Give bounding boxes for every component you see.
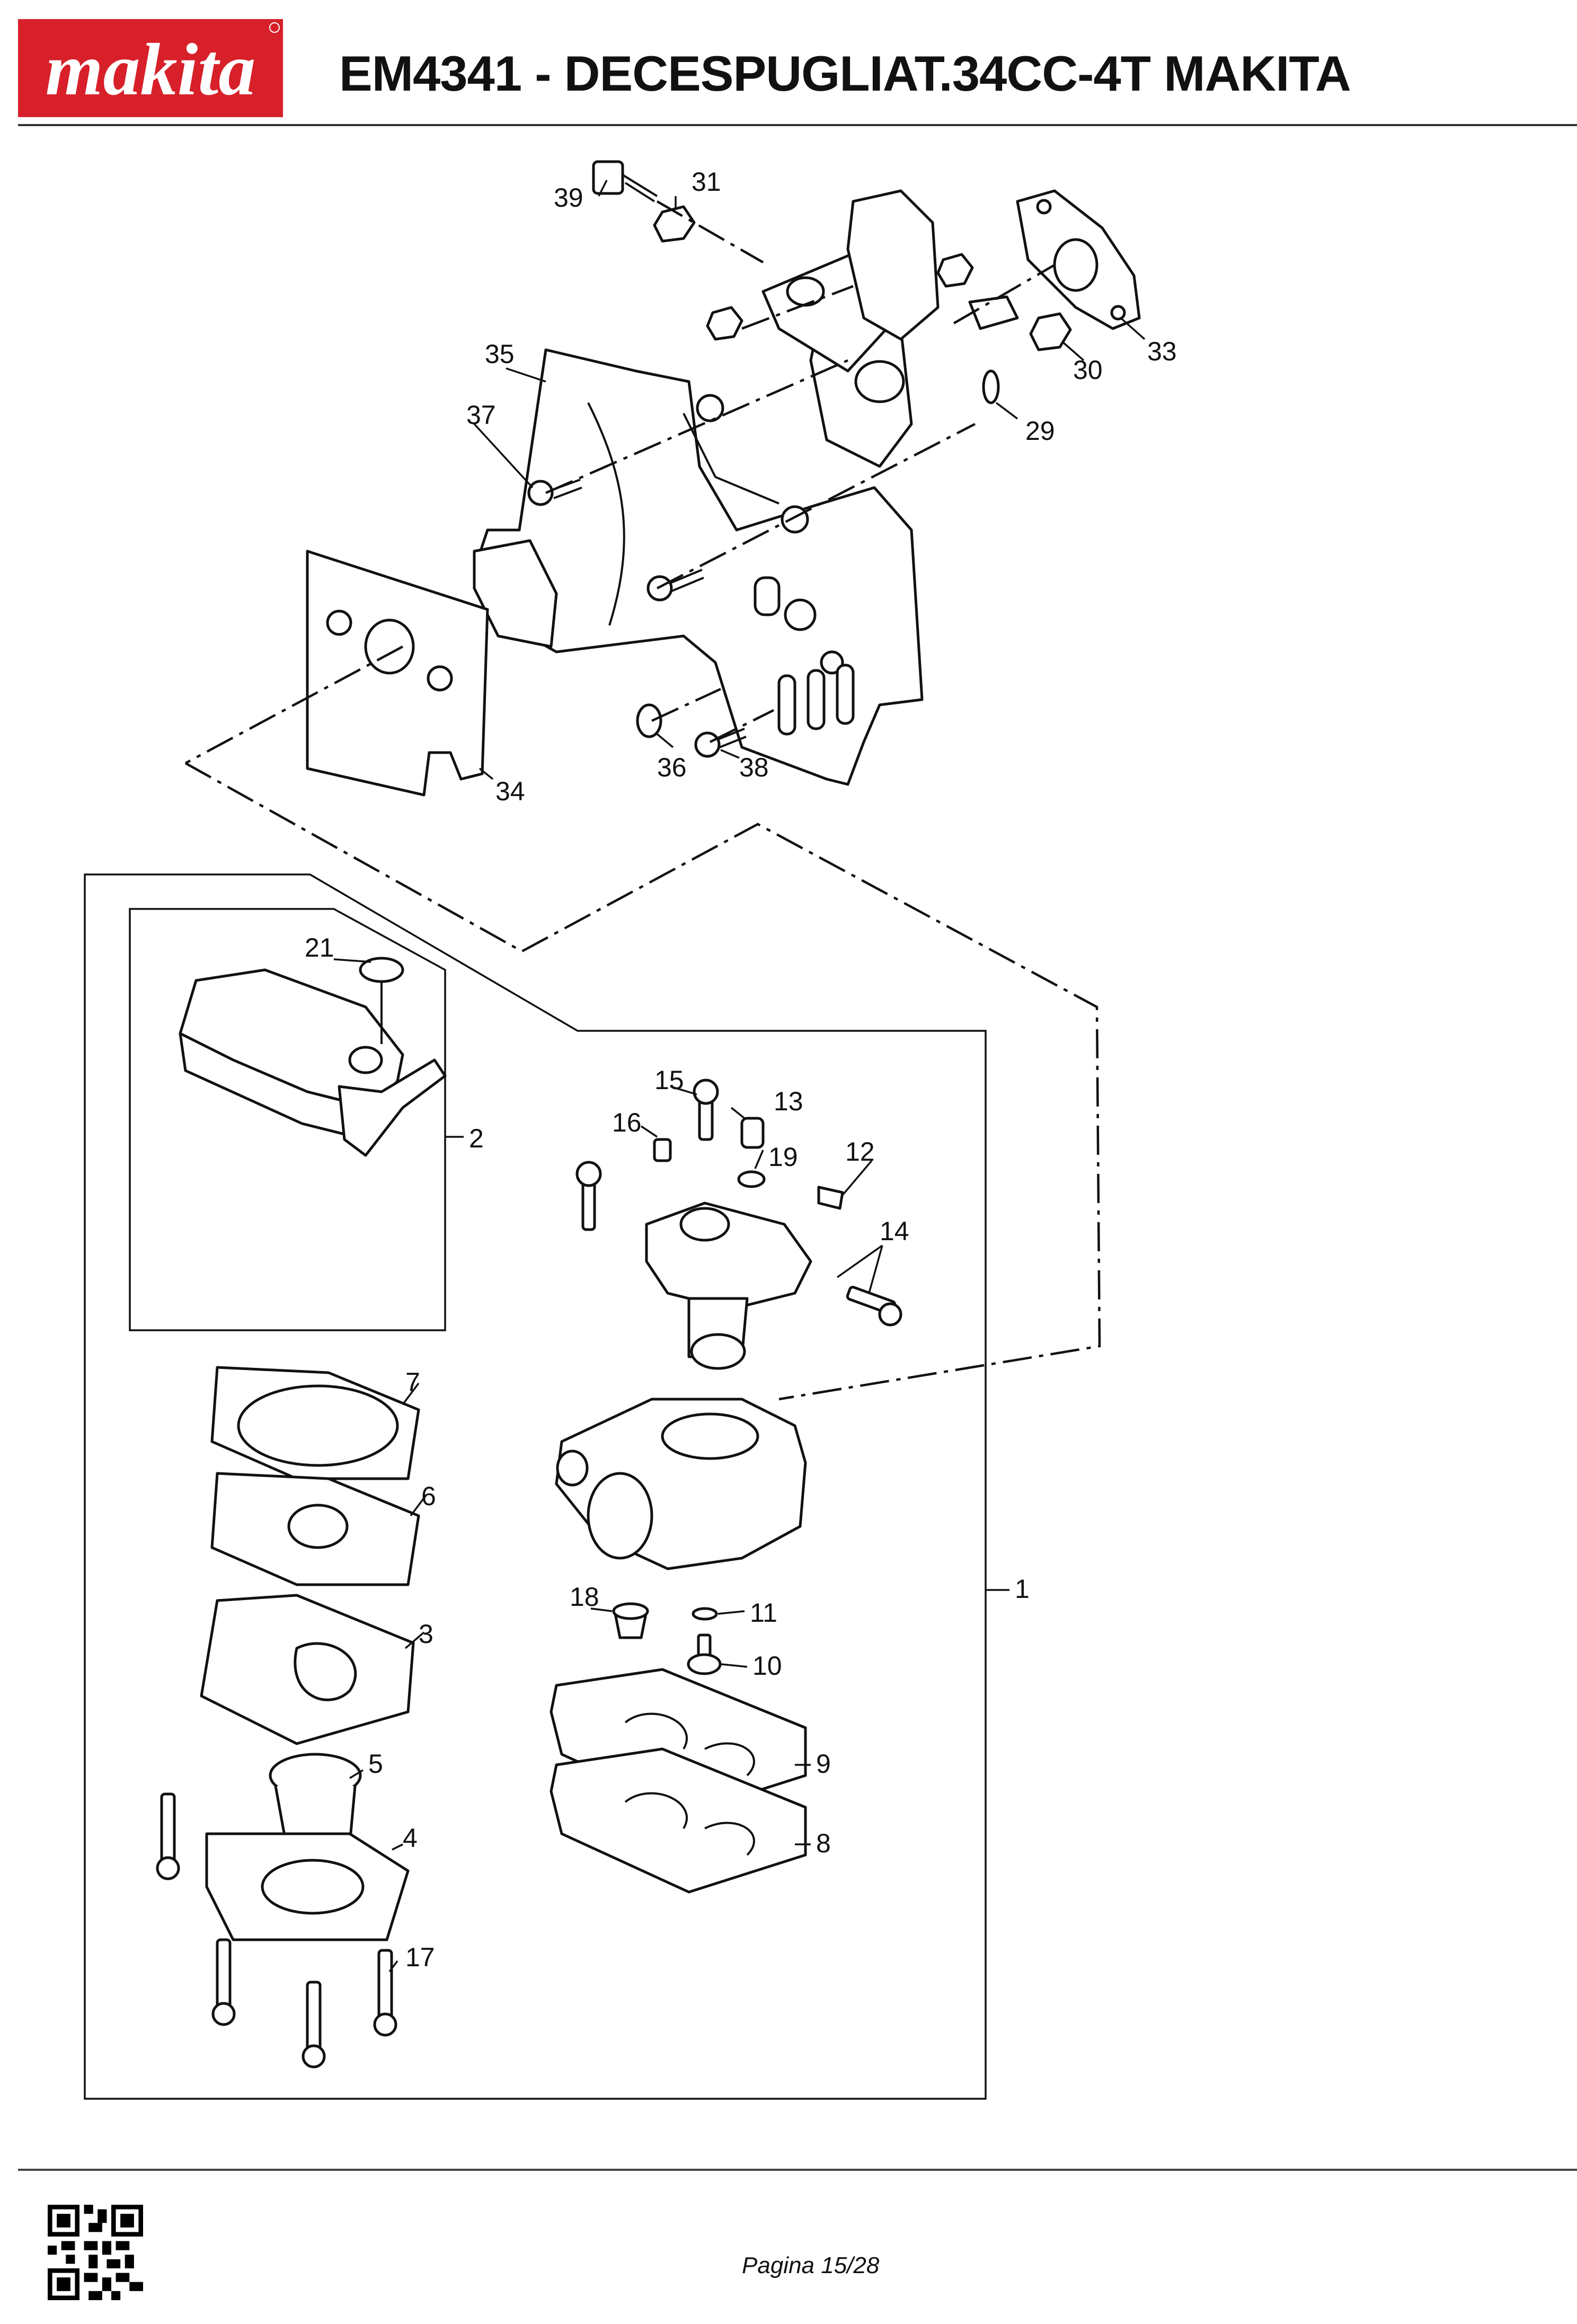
callout-13: 13: [774, 1086, 803, 1116]
part-gasket-33: [1016, 189, 1141, 330]
page-header: makita EM4341 - DECESPUGLIAT.34CC-4T MAK…: [0, 0, 1577, 127]
part-nut-30: [1029, 312, 1072, 351]
callout-29: 29: [1025, 416, 1055, 446]
footer-divider: [18, 2169, 1577, 2171]
callout-36: 36: [657, 753, 687, 782]
callout-30: 30: [1073, 355, 1103, 385]
header-divider: [18, 124, 1577, 126]
callout-16: 16: [612, 1108, 642, 1137]
callout-34: 34: [495, 776, 525, 806]
part-throttle-assembly: [575, 1079, 902, 1370]
callout-21: 21: [305, 933, 334, 962]
part-needle-10: [687, 1633, 722, 1675]
callout-labels: 39 31 33 30 35 29 37 34 36 38 21 2 15 13…: [305, 167, 1177, 1972]
part-nut-31: [653, 205, 696, 243]
callout-19: 19: [768, 1142, 798, 1172]
callout-17: 17: [405, 1942, 435, 1972]
exploded-parts-diagram: 39 31 33 30 35 29 37 34 36 38 21 2 15 13…: [84, 160, 1177, 2100]
part-pump-body: [179, 957, 447, 1157]
page-title: EM4341 - DECESPUGLIAT.34CC-4T MAKITA: [339, 46, 1351, 101]
callout-38: 38: [739, 753, 769, 782]
part-screws-17: [156, 1792, 397, 2069]
part-gasket-8: [550, 1747, 807, 1894]
callout-3: 3: [419, 1619, 433, 1649]
logo-wordmark: makita: [46, 29, 256, 111]
part-pump-cover: [200, 1594, 415, 1745]
part-plug-18: [612, 1602, 649, 1639]
part-gasket-34: [306, 550, 489, 797]
callout-5: 5: [368, 1749, 383, 1779]
part-bolt-38: [694, 728, 747, 758]
part-holder-plate: [473, 348, 924, 786]
callout-7: 7: [405, 1367, 420, 1397]
callout-33: 33: [1147, 337, 1177, 366]
callout-8: 8: [816, 1828, 831, 1858]
part-o-ring-11: [692, 1607, 718, 1621]
callout-15: 15: [654, 1065, 684, 1095]
part-nut-right: [936, 253, 974, 288]
part-gasket-7: [210, 1366, 420, 1480]
assembly-line: [184, 200, 1056, 764]
part-stud-39: [592, 160, 658, 202]
callout-39: 39: [554, 183, 583, 213]
page-number: Pagina 15/28: [742, 2252, 880, 2278]
callout-10: 10: [752, 1651, 782, 1681]
callout-4: 4: [403, 1823, 418, 1853]
part-carburetor-body: [555, 1398, 807, 1570]
callout-14: 14: [880, 1216, 909, 1246]
part-insulator: [761, 189, 1019, 468]
part-nut-left: [706, 306, 743, 341]
callout-1: 1: [1015, 1574, 1030, 1604]
callout-9: 9: [816, 1749, 831, 1779]
kit-frame: [84, 873, 987, 2100]
part-bolt-middle: [646, 569, 704, 602]
callout-6: 6: [421, 1481, 436, 1511]
callout-37: 37: [466, 400, 496, 430]
assembly-line: [184, 762, 1101, 1401]
makita-logo: makita: [18, 19, 283, 117]
callout-2: 2: [469, 1124, 484, 1153]
part-washer-36: [636, 703, 662, 738]
callout-18: 18: [570, 1582, 599, 1612]
leader-lines: [333, 180, 1146, 1973]
pump-frame: [129, 908, 446, 1331]
part-diaphragm-6: [210, 1472, 420, 1586]
part-bolt-37: [527, 479, 582, 506]
callout-35: 35: [485, 339, 515, 369]
part-plate-4: [205, 1832, 410, 1941]
qr-code-icon: [48, 2205, 143, 2300]
callout-31: 31: [692, 167, 721, 197]
callout-12: 12: [845, 1137, 875, 1167]
callout-11: 11: [750, 1598, 777, 1628]
